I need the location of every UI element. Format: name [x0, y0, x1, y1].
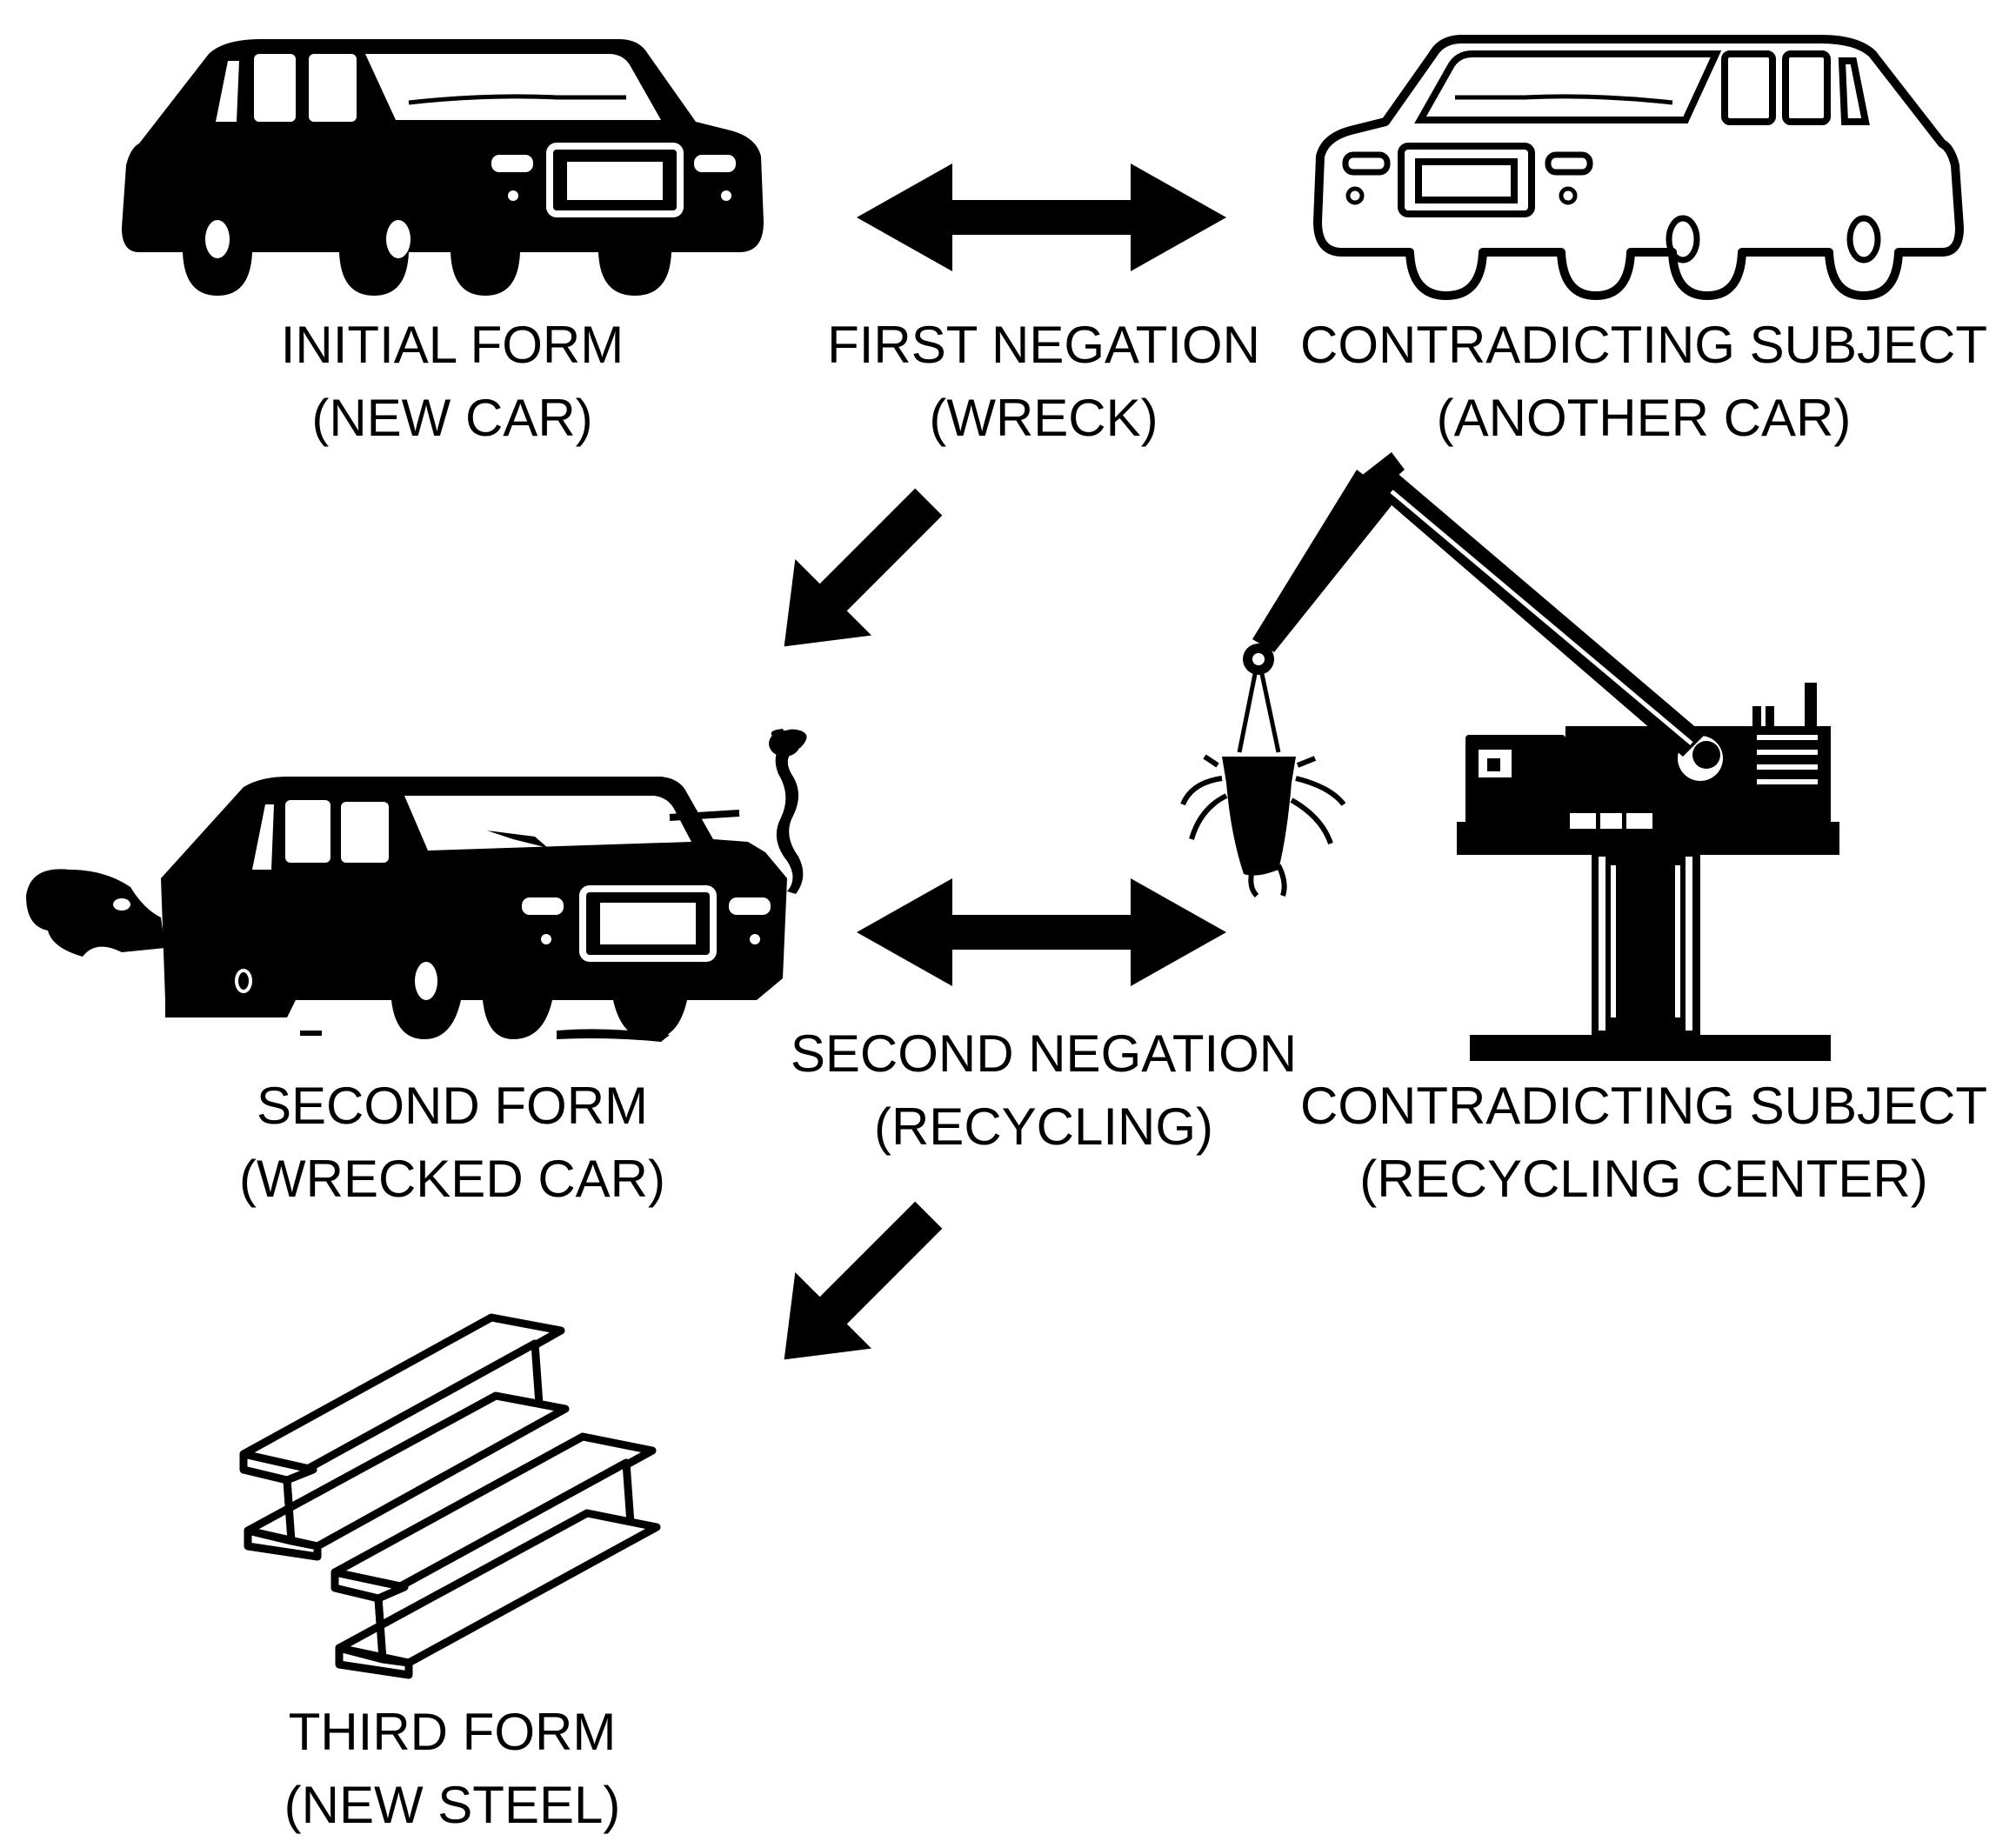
wrecked-car-icon — [26, 729, 807, 1042]
initial-form-title: INITIAL FORM — [280, 316, 624, 374]
third-form-title: THIRD FORM — [288, 1703, 617, 1761]
contradicting-subject-2-title: CONTRADICTING SUBJECT — [1299, 1077, 1988, 1135]
crane-icon — [1180, 452, 1839, 1061]
second-negation-label: SECOND NEGATION (RECYCLING) — [761, 1017, 1326, 1164]
second-form-subtitle: (WRECKED CAR) — [239, 1150, 665, 1208]
contradicting-subject-1-subtitle: (ANOTHER CAR) — [1436, 389, 1852, 447]
third-form-label: THIRD FORM (NEW STEEL) — [191, 1696, 713, 1842]
first-negation-subtitle: (WRECK) — [929, 389, 1158, 447]
steel-beams-icon — [239, 1313, 661, 1679]
contradicting-subject-1-label: CONTRADICTING SUBJECT (ANOTHER CAR) — [1296, 309, 1992, 455]
second-negation-title: SECOND NEGATION — [790, 1024, 1298, 1083]
contradicting-subject-1-title: CONTRADICTING SUBJECT — [1299, 316, 1988, 374]
second-form-label: SECOND FORM (WRECKED CAR) — [191, 1070, 713, 1216]
contradicting-subject-2-label: CONTRADICTING SUBJECT (RECYCLING CENTER) — [1296, 1070, 1992, 1216]
initial-form-label: INITIAL FORM (NEW CAR) — [191, 309, 713, 455]
double-arrow-icon — [857, 163, 1226, 271]
down-left-arrow-icon — [784, 1201, 943, 1360]
car-outline-icon — [1313, 35, 1964, 300]
third-form-subtitle: (NEW STEEL) — [284, 1776, 621, 1834]
first-negation-label: FIRST NEGATION (WRECK) — [783, 309, 1305, 455]
double-arrow-icon — [857, 878, 1226, 986]
car-icon — [122, 39, 764, 296]
first-negation-title: FIRST NEGATION — [827, 316, 1260, 374]
initial-form-subtitle: (NEW CAR) — [311, 389, 593, 447]
second-form-title: SECOND FORM — [257, 1077, 648, 1135]
contradicting-subject-2-subtitle: (RECYCLING CENTER) — [1359, 1150, 1928, 1208]
down-left-arrow-icon — [784, 488, 943, 647]
second-negation-subtitle: (RECYCLING) — [873, 1097, 1214, 1156]
